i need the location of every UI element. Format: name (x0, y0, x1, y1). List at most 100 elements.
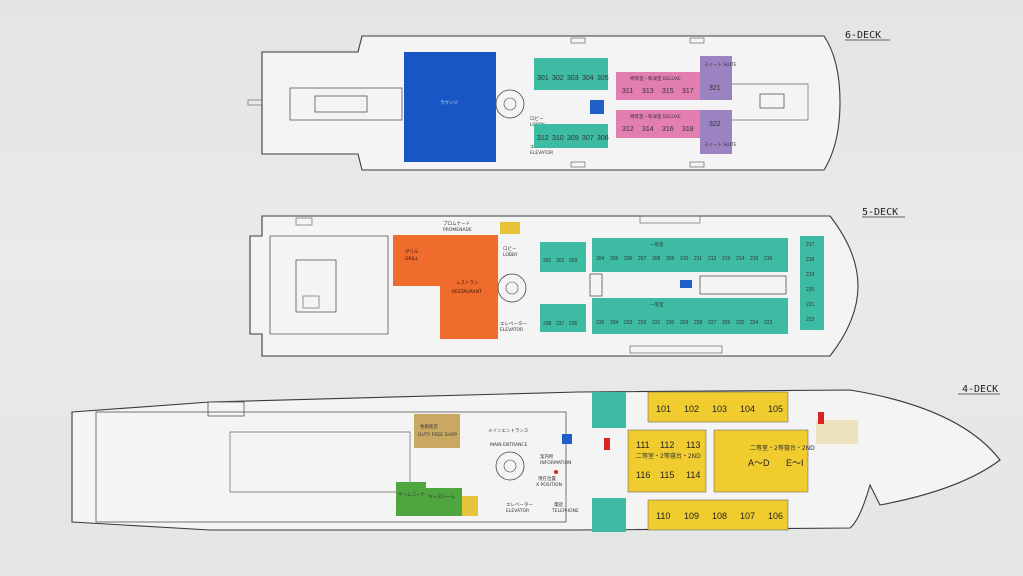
deck-5-hull (249, 215, 859, 357)
svg-text:306: 306 (597, 135, 609, 142)
svg-text:110: 110 (656, 511, 670, 521)
svg-text:免税売店: 免税売店 (420, 423, 438, 430)
svg-text:E～I: E～I (786, 458, 804, 468)
deck-4-teal-top (592, 392, 626, 428)
deck-5-rooms-bottom: 一等室 238 237 236 235 234 233 232 231 230 … (540, 298, 788, 334)
svg-text:116: 116 (636, 470, 650, 480)
deck-5-lobby-label: ロビー (503, 245, 517, 252)
svg-text:212: 212 (708, 256, 717, 262)
svg-text:224: 224 (750, 320, 759, 326)
deck-6-deluxe-top: 特等室・和洋室 DELUXE 311 313 315 317 (616, 72, 700, 100)
svg-text:309: 309 (567, 135, 579, 142)
svg-text:213: 213 (722, 256, 731, 262)
svg-text:317: 317 (682, 88, 694, 95)
deck-6-spiral-stairs (495, 89, 525, 119)
deck-6-rooms-bottom: 312 310 309 307 306 (534, 124, 609, 148)
svg-text:203: 203 (569, 258, 578, 264)
deck-4-current-position: 現在位置 (538, 475, 556, 482)
svg-text:310: 310 (552, 135, 564, 142)
svg-text:223: 223 (764, 320, 773, 326)
deck-5-promenade-label: プロムナード (443, 221, 470, 227)
svg-text:221: 221 (806, 302, 815, 308)
svg-text:226: 226 (722, 320, 731, 326)
svg-text:スイート SUITE: スイート SUITE (704, 142, 737, 148)
svg-text:302: 302 (552, 75, 564, 82)
deck-5-spiral-stairs (497, 273, 527, 303)
svg-text:307: 307 (582, 135, 594, 142)
svg-text:RESTAURANT: RESTAURANT (452, 289, 482, 295)
svg-text:二等室・2等寝台・2ND: 二等室・2等寝台・2ND (636, 452, 701, 460)
svg-text:235: 235 (596, 320, 605, 326)
svg-text:109: 109 (684, 511, 699, 521)
svg-text:238: 238 (543, 321, 552, 327)
svg-text:一等室: 一等室 (650, 241, 664, 248)
deck-5-restaurant: レストラン RESTAURANT (440, 235, 498, 339)
svg-text:208: 208 (652, 256, 661, 262)
svg-text:318: 318 (682, 126, 694, 133)
svg-text:ゲームコーナー: ゲームコーナー (398, 491, 430, 498)
svg-text:二等室・2等寝台・2ND: 二等室・2等寝台・2ND (750, 444, 815, 452)
deck-4-entrance-label: メインエントランス (488, 428, 529, 434)
deck-4-current-position-en: X POSITION (536, 482, 562, 488)
svg-text:107: 107 (740, 511, 755, 521)
svg-text:231: 231 (652, 320, 661, 326)
deck-4-telephone: 電話 (554, 501, 563, 508)
svg-text:229: 229 (680, 320, 689, 326)
deck-6-blue-lounge (404, 52, 496, 162)
svg-text:スイート SUITE: スイート SUITE (704, 62, 737, 68)
svg-text:特等室・和洋室 DELUXE: 特等室・和洋室 DELUXE (630, 75, 681, 82)
svg-text:232: 232 (638, 320, 647, 326)
svg-text:一等室: 一等室 (650, 301, 664, 308)
svg-text:218: 218 (806, 257, 815, 263)
deck-4-telephone-en: TELEPHONE (551, 508, 579, 514)
deck-4-rooms-bottom: 110 109 108 107 106 (647, 499, 789, 531)
deck-6-title: 6-DECK (845, 30, 881, 41)
svg-text:321: 321 (709, 85, 721, 92)
svg-text:GRILL: GRILL (405, 256, 418, 262)
svg-text:113: 113 (686, 440, 700, 450)
deck-4-teal-bottom (592, 498, 626, 532)
svg-text:ラウンジ: ラウンジ (440, 99, 458, 106)
deck-4-entrance-en: MAIN ENTRANCE (490, 442, 528, 448)
svg-text:312: 312 (622, 126, 634, 133)
svg-text:303: 303 (567, 75, 579, 82)
svg-text:230: 230 (666, 320, 675, 326)
svg-text:115: 115 (660, 470, 674, 480)
svg-text:228: 228 (694, 320, 703, 326)
svg-text:225: 225 (736, 320, 745, 326)
deck-5-elevator-en: ELEVATOR (500, 327, 523, 333)
deck-6-elevator-en: ELEVATOR (530, 150, 553, 156)
svg-text:201: 201 (543, 258, 552, 264)
svg-text:316: 316 (662, 126, 674, 133)
svg-text:DUTY FREE SHOP: DUTY FREE SHOP (418, 432, 457, 438)
svg-text:103: 103 (712, 404, 727, 414)
deck-4-duty-free: 免税売店 DUTY FREE SHOP (414, 414, 460, 448)
svg-text:106: 106 (768, 511, 783, 521)
svg-text:301: 301 (537, 75, 549, 82)
svg-text:313: 313 (642, 88, 654, 95)
deck-6-suite-top: スイート SUITE 321 (700, 56, 737, 100)
svg-text:グリル: グリル (405, 248, 419, 255)
svg-text:305: 305 (597, 75, 609, 82)
deck-4-spiral-stairs (495, 451, 525, 481)
svg-text:104: 104 (740, 404, 755, 414)
deck-4-kids-room: キッズルーム (426, 488, 462, 516)
svg-text:211: 211 (694, 256, 702, 262)
deck-6-deluxe-bottom: 特等室・和洋室 DELUXE 312 314 316 318 (616, 110, 700, 138)
svg-text:105: 105 (768, 404, 783, 414)
svg-text:102: 102 (684, 404, 699, 414)
deck-6-rooms-top: 301 302 303 304 305 (534, 58, 609, 90)
deck-4-elevator-en: ELEVATOR (506, 508, 529, 514)
deck-4-game-corner: ゲームコーナー (396, 482, 430, 516)
svg-text:312: 312 (537, 135, 549, 142)
svg-text:219: 219 (806, 272, 815, 278)
svg-text:214: 214 (736, 256, 745, 262)
deck-6-suite-bottom: スイート SUITE 322 (700, 110, 737, 154)
svg-text:レストラン: レストラン (456, 280, 479, 286)
deck-4-title: 4-DECK (962, 384, 998, 395)
deck-4-elevator: エレベーター (506, 501, 533, 508)
svg-text:101: 101 (656, 404, 671, 414)
deck-5-rooms-top: 一等室 201 202 203 204 205 206 207 208 209 … (540, 238, 788, 272)
deck-4-information: 案内所 (540, 453, 554, 460)
